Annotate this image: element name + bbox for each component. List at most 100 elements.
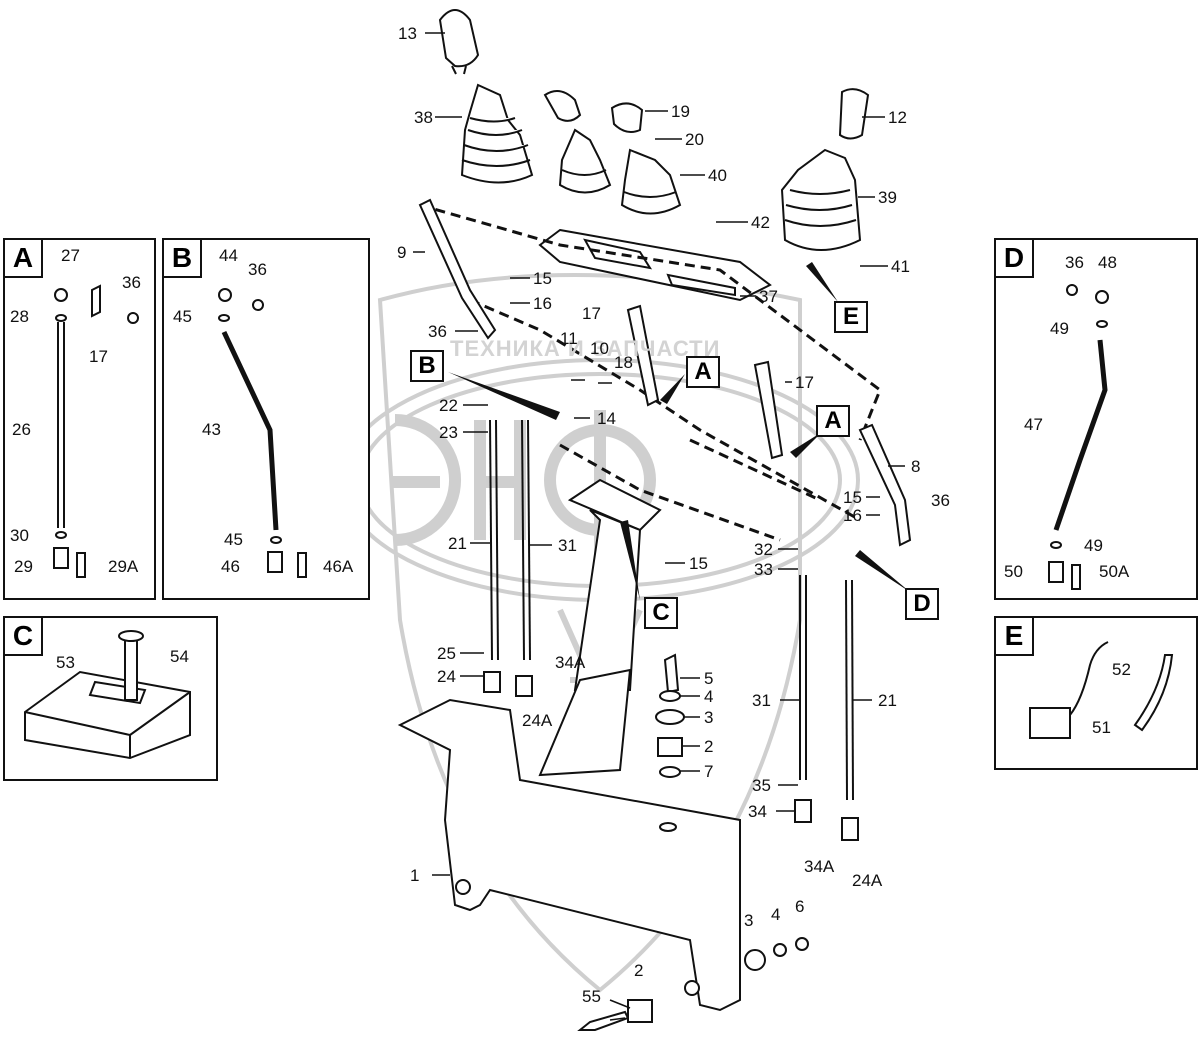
part-label-24[interactable]: 24 [437,667,456,686]
part-label-44[interactable]: 44 [219,246,238,265]
part-label-34[interactable]: 34 [748,802,767,821]
part-label-12[interactable]: 12 [888,108,907,127]
inset-a-overlay [53,284,139,578]
part-label-47[interactable]: 47 [1024,415,1043,434]
control-rods-right [794,575,859,841]
inset-letter-a: A [5,240,43,278]
part-label-25[interactable]: 25 [437,644,456,663]
part-label-8[interactable]: 8 [911,457,921,476]
part-label-48[interactable]: 48 [1098,253,1117,272]
part-label-16-right[interactable]: 16 [843,506,862,525]
part-label-15-right[interactable]: 15 [843,488,862,507]
part-label-31-left[interactable]: 31 [558,536,577,555]
part-label-36-a[interactable]: 36 [428,322,447,341]
part-label-50a[interactable]: 50A [1099,562,1130,581]
part-label-26[interactable]: 26 [12,420,31,439]
part-label-34a-right[interactable]: 34A [804,857,835,876]
part-label-41[interactable]: 41 [891,257,910,276]
part-label-32[interactable]: 32 [754,540,773,559]
part-label-15-top[interactable]: 15 [533,269,552,288]
part-label-7[interactable]: 7 [704,762,714,781]
part-label-21-left[interactable]: 21 [448,534,467,553]
part-label-3-bottom[interactable]: 3 [744,911,754,930]
part-label-6[interactable]: 6 [795,897,805,916]
part-label-24a-left[interactable]: 24A [522,711,553,730]
part-label-4-bottom[interactable]: 4 [771,905,781,924]
part-label-49-bottom[interactable]: 49 [1084,536,1103,555]
part-label-17-b[interactable]: 17 [795,373,814,392]
inset-b-overlay [218,288,307,578]
inset-letter-b: B [164,240,202,278]
part-label-40[interactable]: 40 [708,166,727,185]
part-label-16-top[interactable]: 16 [533,294,552,313]
joystick-knob-13 [438,9,480,75]
part-label-2-mid[interactable]: 2 [704,737,714,756]
part-label-1[interactable]: 1 [410,866,420,885]
callout-a-2[interactable]: A [816,405,850,437]
part-label-36-inset-d[interactable]: 36 [1065,253,1084,272]
callout-pointers [448,262,910,600]
callout-a-1[interactable]: A [686,356,720,388]
callout-b[interactable]: B [410,350,444,382]
part-label-50[interactable]: 50 [1004,562,1023,581]
part-label-23[interactable]: 23 [439,423,458,442]
part-label-13[interactable]: 13 [398,24,417,43]
inset-letter-c: C [5,618,43,656]
part-label-3-mid[interactable]: 3 [704,708,714,727]
part-label-53[interactable]: 53 [56,653,75,672]
part-label-55[interactable]: 55 [582,987,601,1006]
part-label-54[interactable]: 54 [170,647,189,666]
part-label-2-bottom[interactable]: 2 [634,961,644,980]
part-label-20[interactable]: 20 [685,130,704,149]
part-label-15-mid[interactable]: 15 [689,554,708,573]
part-label-17-a[interactable]: 17 [582,304,601,323]
part-label-36-right[interactable]: 36 [931,491,950,510]
part-label-21-right[interactable]: 21 [878,691,897,710]
part-label-35[interactable]: 35 [752,776,771,795]
part-label-29a[interactable]: 29A [108,557,139,576]
callout-d[interactable]: D [905,588,939,620]
part-label-27[interactable]: 27 [61,246,80,265]
part-label-45-top[interactable]: 45 [173,307,192,326]
part-label-14[interactable]: 14 [597,409,616,428]
part-label-42[interactable]: 42 [751,213,770,232]
part-label-36-inset-a[interactable]: 36 [122,273,141,292]
callout-e[interactable]: E [834,301,868,333]
callout-c[interactable]: C [644,597,678,629]
part-label-46a[interactable]: 46A [323,557,354,576]
part-label-18[interactable]: 18 [614,353,633,372]
inset-box-a: A [3,238,156,600]
part-label-33[interactable]: 33 [754,560,773,579]
base-bracket-1 [397,698,741,1012]
part-label-19[interactable]: 19 [671,102,690,121]
part-label-37[interactable]: 37 [759,287,778,306]
part-label-38[interactable]: 38 [414,108,433,127]
part-label-9[interactable]: 9 [397,243,407,262]
part-label-45-bottom[interactable]: 45 [224,530,243,549]
part-label-22[interactable]: 22 [439,396,458,415]
part-label-36-inset-b[interactable]: 36 [248,260,267,279]
part-label-29[interactable]: 29 [14,557,33,576]
boot-38 [460,83,534,184]
part-label-4-mid[interactable]: 4 [704,687,714,706]
watermark-text: ТЕХНИКА И ЗАПЧАСТИ [450,336,721,361]
part-label-30[interactable]: 30 [10,526,29,545]
part-label-46[interactable]: 46 [221,557,240,576]
part-label-39[interactable]: 39 [878,188,897,207]
inset-d-overlay [1048,284,1109,590]
part-label-49-top[interactable]: 49 [1050,319,1069,338]
part-label-10[interactable]: 10 [590,339,609,358]
part-label-5[interactable]: 5 [704,669,714,688]
part-label-43[interactable]: 43 [202,420,221,439]
part-label-17-inset-a[interactable]: 17 [89,347,108,366]
part-label-31-right[interactable]: 31 [752,691,771,710]
part-label-34a-left[interactable]: 34A [555,653,586,672]
inset-box-e: E [994,616,1198,770]
control-rods-left [483,419,533,697]
part-label-11[interactable]: 11 [560,329,578,348]
part-label-24a-right[interactable]: 24A [852,871,883,890]
part-label-51[interactable]: 51 [1092,718,1111,737]
part-label-52[interactable]: 52 [1112,660,1131,679]
part-label-28[interactable]: 28 [10,307,29,326]
bottom-fasteners [577,937,809,1031]
